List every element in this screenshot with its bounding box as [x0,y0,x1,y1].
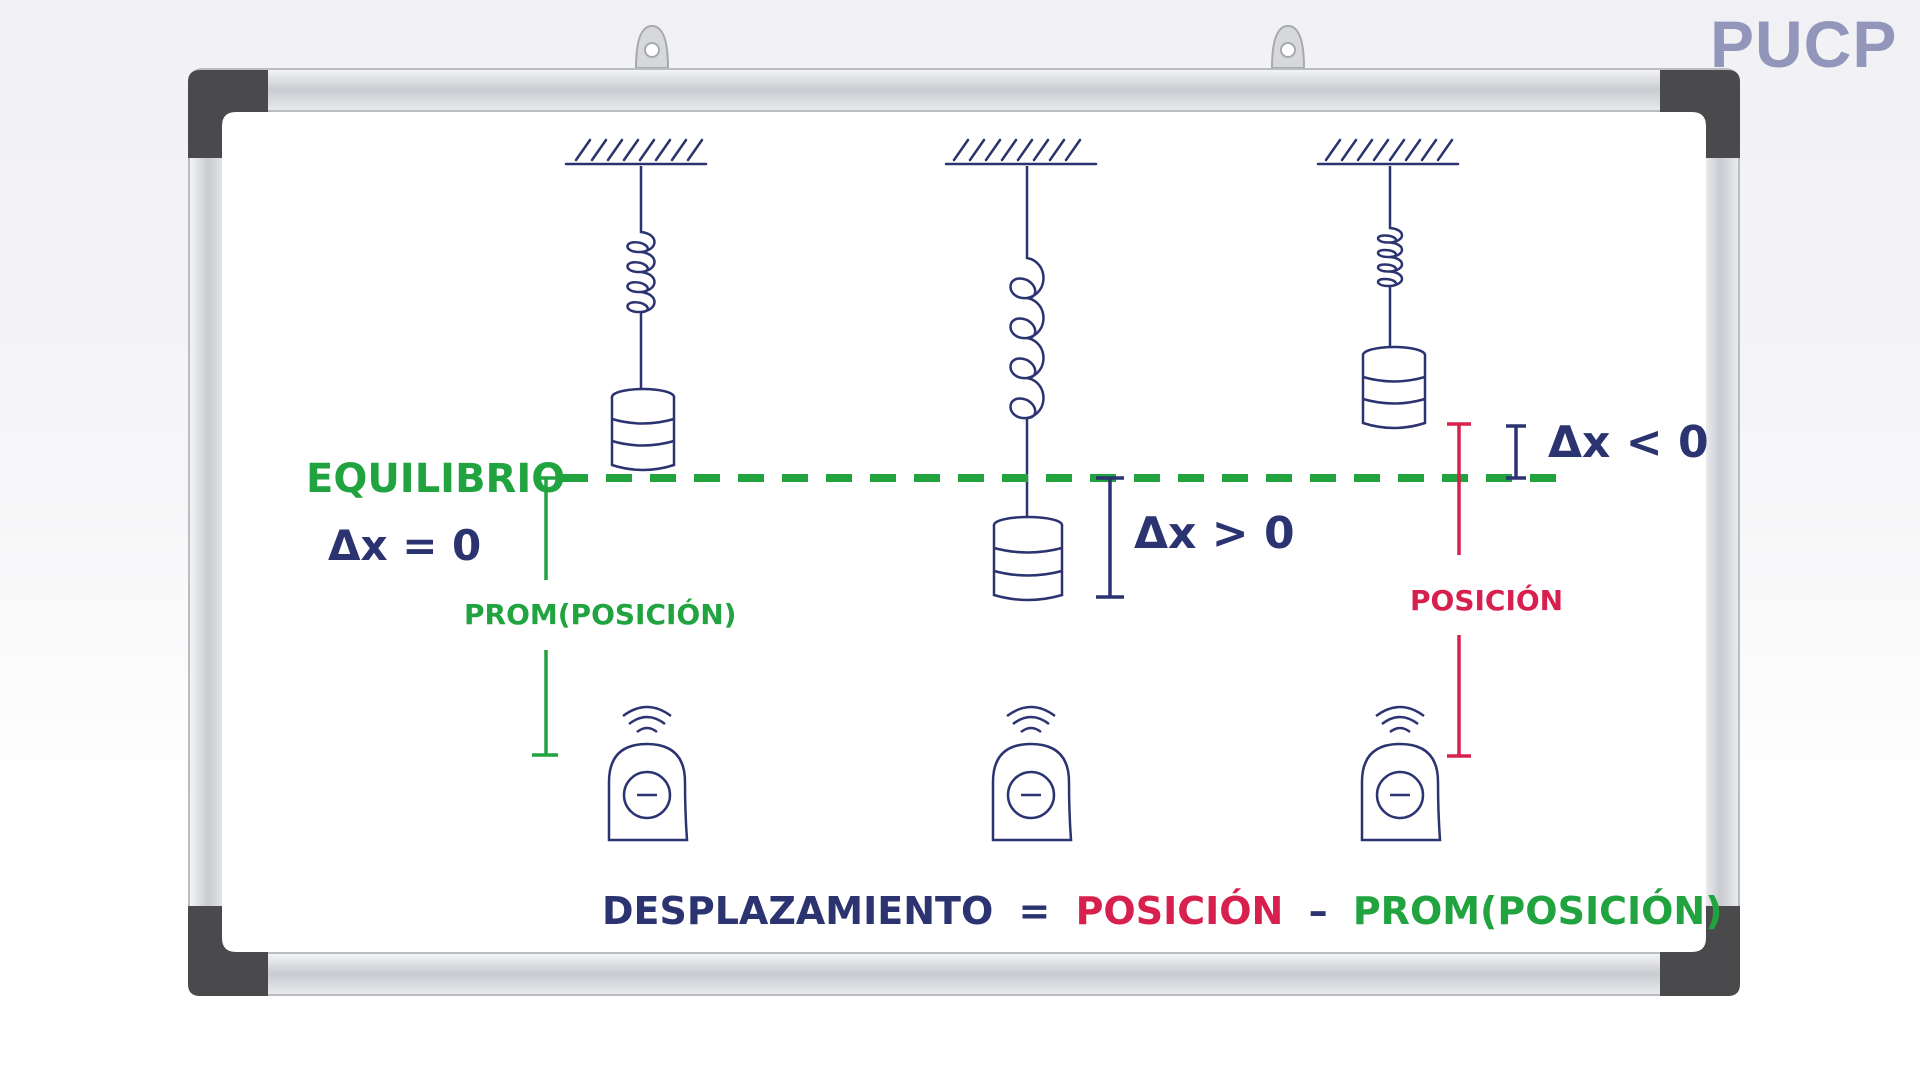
delta-positive-label: Δx > 0 [1134,508,1295,559]
delta-negative-bracket [1506,424,1526,480]
delta-negative-label: Δx < 0 [1548,417,1709,468]
board-hooks [634,24,1306,69]
motion-sensor-left [607,705,689,842]
equilibrium-label: EQUILIBRIO [306,456,565,502]
ceiling-support-left [564,138,708,166]
motion-sensor-right [1360,705,1442,842]
ceiling-support-right [1316,138,1460,166]
mass-left [610,387,676,472]
position-bracket [1447,422,1471,758]
mean-position-bracket [532,476,558,757]
spring-right-coil [1376,166,1404,351]
position-label: POSICIÓN [1410,583,1563,617]
mass-middle [992,515,1064,602]
motion-sensor-middle [991,705,1073,842]
displacement-formula: DESPLAZAMIENTO = POSICIÓN – PROM(POSICIÓ… [602,889,1723,933]
equilibrium-delta-label: Δx = 0 [328,521,481,570]
formula-minus: – [1309,889,1328,933]
ceiling-support-middle [944,138,1098,166]
spring-left [626,166,656,393]
spring-right [1376,166,1404,351]
formula-position: POSICIÓN [1076,889,1284,933]
spring-left-coil [626,166,656,393]
formula-equals: = [1018,889,1050,933]
spring-middle-coil [1009,166,1045,521]
formula-lhs: DESPLAZAMIENTO [602,889,993,933]
mean-position-label: PROM(POSICIÓN) [464,597,736,631]
mass-right [1361,345,1427,430]
spring-middle [1009,166,1045,521]
formula-mean-position: PROM(POSICIÓN) [1353,889,1723,933]
board-frame [188,68,1740,996]
pucp-logo: PUCP [1710,7,1898,81]
delta-positive-bracket [1096,476,1124,599]
